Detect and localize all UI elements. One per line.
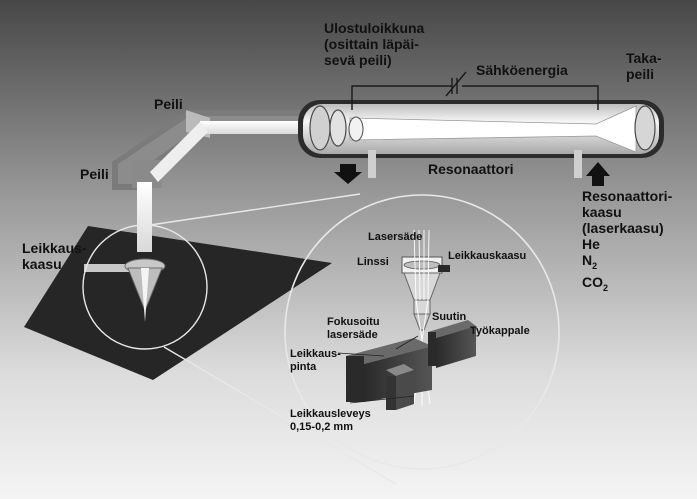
resonator-tube: [298, 100, 664, 178]
laser-beam-label: Lasersäde: [368, 231, 423, 243]
focus-circle-small: [82, 224, 208, 350]
focused-beam-label: Fokusoitu lasersäde: [327, 316, 380, 341]
output-window-label: Ulostuloikkuna (osittain läpäi- sevä pei…: [324, 20, 425, 68]
leader-lines: [337, 335, 419, 404]
gas-in-arrow: [586, 162, 610, 186]
cutting-head: [84, 258, 166, 322]
cut-surface-label: Leikkaus- pinta: [290, 348, 341, 373]
mirror-top-label: Peili: [154, 96, 183, 112]
electric-energy-label: Sähköenergia: [476, 62, 568, 78]
cutting-gas-outer-label: Leikkaus- kaasu: [22, 240, 87, 272]
resonator-label: Resonaattori: [428, 161, 514, 177]
lens-label: Linssi: [357, 256, 389, 268]
resonator-gas-label: Resonaattori- kaasu (laserkaasu) He N2 C…: [582, 188, 672, 296]
beam-arm: [112, 110, 304, 252]
mirror-left-label: Peili: [80, 166, 109, 182]
rear-mirror-label: Taka- peili: [626, 50, 662, 82]
nozzle-label: Suutin: [432, 311, 467, 323]
co2-formula: CO2: [582, 273, 609, 293]
detail-workpiece: [346, 320, 476, 410]
cutting-gas-inner-label: Leikkauskaasu: [448, 250, 527, 262]
workpiece-label: Työkappale: [470, 325, 530, 337]
detail-circle: [284, 194, 560, 470]
electric-circuit: [351, 71, 599, 110]
kerf-width-label: Leikkausleveys 0,15-0,2 mm: [290, 408, 371, 433]
gas-out-arrow: [334, 164, 362, 184]
nitrogen-formula: N2: [582, 252, 598, 271]
